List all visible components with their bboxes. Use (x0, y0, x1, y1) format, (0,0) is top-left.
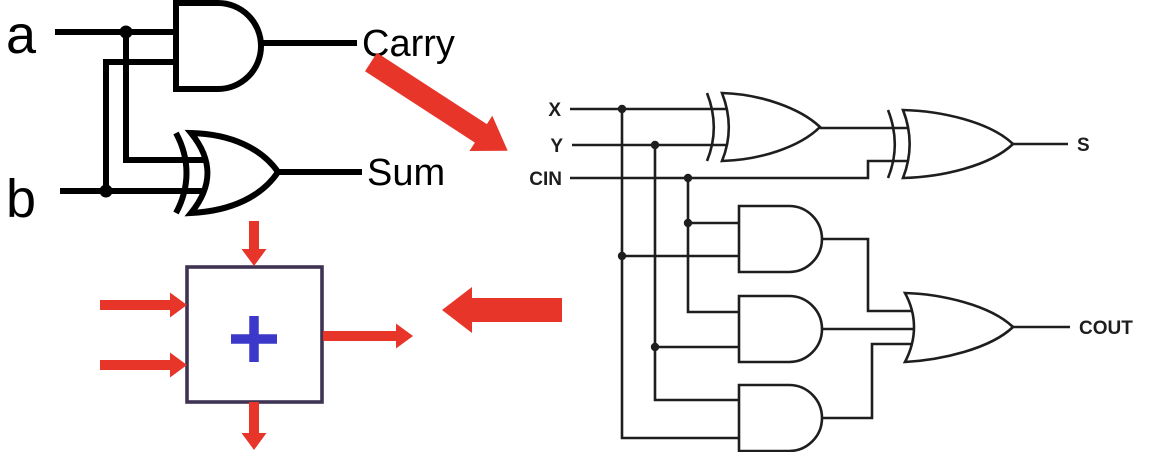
arrow-block-output-right-icon (323, 323, 413, 349)
junction-dot (650, 342, 660, 352)
xor-gate-1 (720, 91, 822, 163)
label-output-s: S (1077, 135, 1090, 156)
and-gate-2 (737, 294, 824, 364)
junction-dot (99, 184, 113, 198)
wire-cin-branch-vertical (686, 178, 739, 314)
full-adder-schematic: X Y CIN S COUT (529, 91, 1133, 452)
half-adder-gates (173, 0, 282, 217)
wire-and3-to-or (822, 342, 922, 420)
and-gate-1 (737, 204, 824, 274)
xor-gate-1-input-arc (705, 92, 715, 162)
and-gate-carry (173, 0, 264, 92)
junction-dot (650, 140, 660, 150)
wire-y-branch-vertical (653, 145, 739, 402)
xor-gate-2 (901, 108, 1015, 180)
arrow-fulladder-to-block-icon (442, 287, 562, 333)
arrow-block-input-left-2-icon (100, 352, 187, 378)
wire-b-to-and (103, 59, 176, 191)
junction-dot (119, 25, 133, 39)
label-input-x: X (548, 100, 561, 121)
junction-dot (683, 218, 693, 228)
junction-dot (617, 104, 627, 114)
junction-dot (683, 173, 693, 183)
label-output-sum: Sum (367, 152, 445, 194)
wire-and1-to-or (822, 237, 922, 313)
wire-cin-to-xor2 (570, 159, 910, 180)
half-adder-junctions (99, 25, 133, 198)
arrow-block-input-top-icon (241, 221, 267, 266)
flow-arrows (100, 52, 562, 450)
and-gate-3 (737, 383, 824, 452)
label-input-b: b (6, 169, 36, 229)
label-input-a: a (6, 5, 37, 65)
plus-icon (231, 316, 277, 362)
full-adder-gates (705, 91, 1015, 452)
adder-block-symbol (185, 265, 324, 404)
full-adder-junctions (617, 104, 693, 352)
junction-dot (617, 251, 627, 261)
arrow-halfadder-to-fulladder-icon (365, 52, 508, 151)
xor-gate-sum-input-arc (173, 131, 190, 215)
full-adder-wires (570, 107, 1070, 440)
xor-gate-sum (184, 129, 282, 217)
wire-x-branch-vertical (620, 109, 739, 440)
half-adder-schematic: a b Carry Sum (6, 0, 455, 229)
xor-gate-2-input-arc (886, 109, 896, 179)
label-input-y: Y (550, 136, 563, 157)
label-input-cin: CIN (529, 169, 562, 190)
arrow-block-input-left-1-icon (100, 292, 187, 318)
or-gate-cout (902, 291, 1015, 364)
arrow-block-output-bottom-icon (241, 402, 267, 450)
label-output-cout: COUT (1079, 318, 1133, 339)
